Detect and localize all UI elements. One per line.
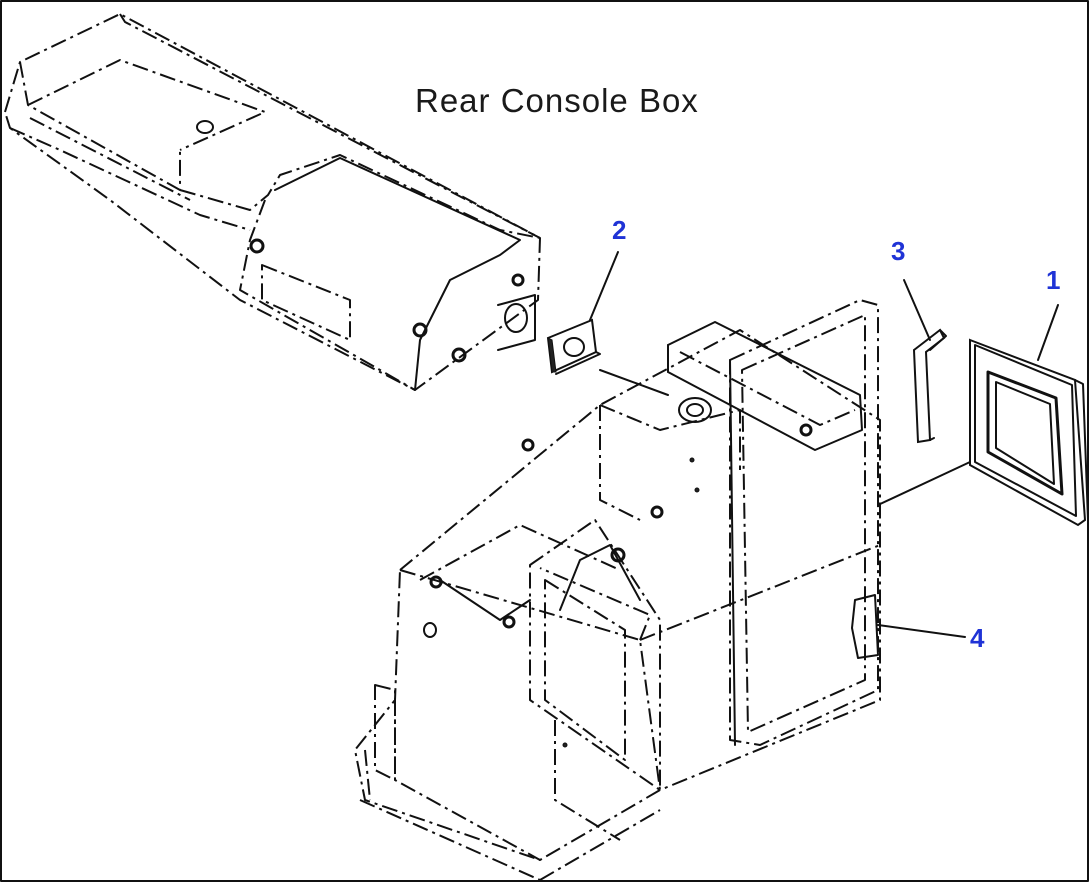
part-2-seal — [546, 318, 601, 375]
callout-3: 3 — [891, 236, 906, 266]
part-3-trim-strip — [912, 328, 947, 444]
alignment-line-1 — [877, 461, 971, 506]
leader-line-3 — [903, 279, 931, 341]
alignment-line-2 — [599, 369, 669, 396]
part-1-frame-cover — [969, 338, 1089, 527]
rear-console-body — [354, 299, 881, 881]
diagram-title: Rear Console Box — [415, 82, 699, 119]
callout-4: 4 — [970, 623, 985, 653]
leader-line-1 — [1037, 304, 1059, 361]
callout-2: 2 — [612, 215, 627, 245]
leader-line-4 — [877, 624, 966, 638]
callout-1: 1 — [1046, 265, 1061, 295]
armrest-cover-assembly — [4, 13, 541, 391]
leader-line-2 — [589, 251, 619, 321]
